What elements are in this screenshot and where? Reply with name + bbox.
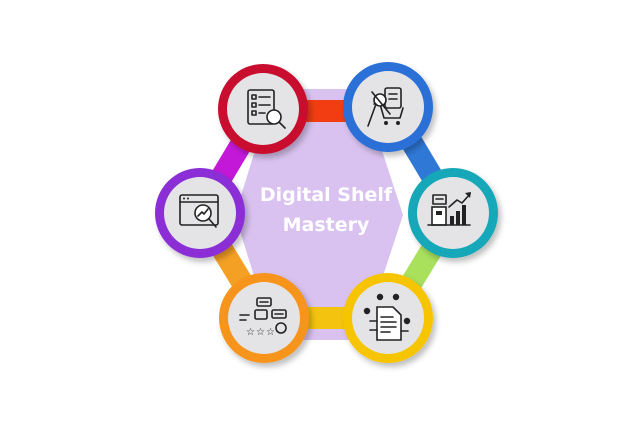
- report-document-network-icon: [363, 293, 411, 341]
- checklist-magnifier-icon: [247, 89, 286, 129]
- node-shopping-inspection: [343, 62, 433, 152]
- center-title-line-1: Digital Shelf: [260, 184, 393, 206]
- ratings-reviews-icon: ☆ ☆ ☆: [239, 297, 287, 338]
- rating-star-icon: ☆: [256, 327, 265, 338]
- rating-star-icon: ☆: [246, 327, 255, 338]
- node-ratings-reviews: [219, 273, 309, 363]
- node-checklist-search: [218, 64, 308, 154]
- center-title-line-2: Mastery: [283, 214, 370, 236]
- shopping-cart-inspection-icon: [367, 87, 404, 127]
- rating-star-icon: ☆: [266, 327, 275, 338]
- node-product-growth: [408, 168, 498, 258]
- product-box-growth-chart-icon: [427, 192, 471, 226]
- browser-analytics-magnifier-icon: [179, 194, 219, 228]
